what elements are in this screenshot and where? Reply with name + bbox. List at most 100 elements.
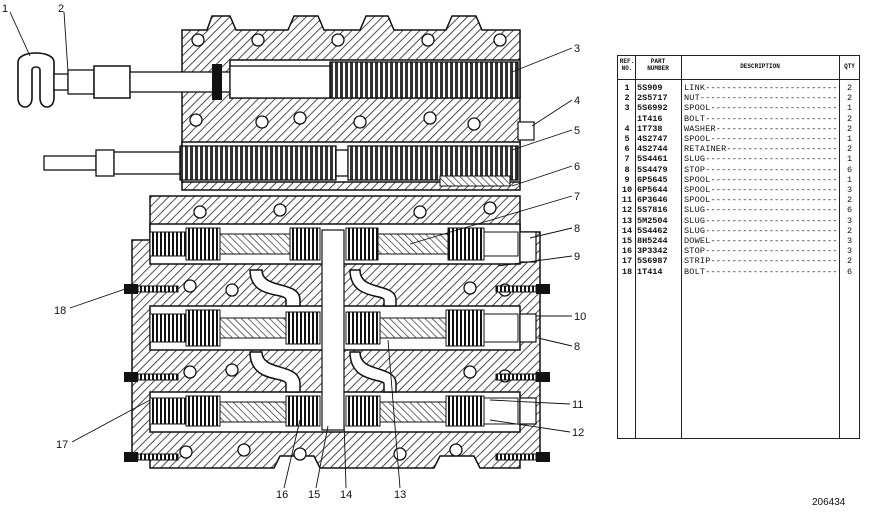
cell-desc: BOLT------------------------------------… — [684, 113, 836, 124]
callout-6: 6 — [574, 161, 580, 173]
table-row: 7 5S4461 SLUG-----------------------------… — [618, 154, 859, 165]
callout-10: 10 — [574, 311, 586, 323]
bolt-holes — [179, 33, 512, 461]
callout-1: 1 — [2, 3, 8, 15]
cell-ref: 14 — [621, 225, 633, 236]
cell-desc: SPOOL-----------------------------------… — [684, 174, 836, 185]
cell-ref: 8 — [624, 164, 630, 175]
cell-part: 5S4479 — [637, 164, 668, 175]
cell-desc: BOLT------------------------------------… — [684, 266, 836, 277]
cell-desc: STRIP-----------------------------------… — [684, 256, 836, 267]
cell-part: 6P5645 — [637, 174, 668, 185]
cell-qty: 1 — [846, 154, 853, 165]
cell-ref: 16 — [621, 246, 633, 257]
spool-5 — [43, 145, 519, 187]
table-row: 96P5645SPOOL----------------------------… — [618, 175, 859, 186]
callout-7: 7 — [574, 191, 580, 203]
callout-11: 11 — [572, 399, 583, 411]
cell-ref: 10 — [621, 185, 633, 195]
cell-part: 3P3342 — [637, 246, 668, 257]
table-row: 11 6P3646 SPOOL---------------------------… — [618, 195, 859, 206]
cell-ref: 17 — [621, 256, 633, 267]
cell-part: 5S7816 — [637, 205, 668, 216]
cell-part: 1T738 — [637, 123, 663, 134]
leader-lines — [9, 11, 573, 489]
cell-qty: 3 — [846, 215, 853, 226]
callout-2: 2 — [58, 3, 64, 15]
cell-ref: 2 — [624, 93, 630, 104]
cell-ref: 12 — [621, 205, 633, 216]
cell-qty: 2 — [846, 123, 853, 134]
cell-ref: 5 — [624, 134, 630, 144]
table-row: 175S6987STRIP---------------------------… — [618, 256, 859, 267]
callout-13: 13 — [394, 489, 406, 501]
cell-part: 5S4461 — [637, 154, 668, 165]
cell-ref: 11 — [621, 195, 633, 206]
cell-qty: 1 — [846, 174, 853, 185]
cell-ref: 18 — [621, 266, 633, 277]
cell-part: 1T414 — [637, 266, 663, 277]
table-row: 10 6P5644 SPOOL---------------------------… — [618, 185, 859, 196]
callout-16: 16 — [276, 489, 288, 501]
header-qty: QTY — [844, 63, 855, 70]
callout-12: 12 — [572, 427, 584, 439]
header-part: PART NUMBER — [647, 58, 669, 72]
cell-part: 4S2747 — [637, 134, 668, 144]
cell-qty: 2 — [846, 195, 853, 206]
cell-part: 6P3646 — [637, 195, 668, 206]
cell-part: 1T416 — [637, 113, 663, 124]
cell-part: 4S2744 — [637, 144, 668, 155]
spool-3 — [17, 52, 519, 108]
cell-part: 5S4462 — [637, 225, 668, 236]
cell-qty: 1 — [846, 103, 853, 114]
cell-qty: 3 — [846, 246, 853, 257]
cell-desc: SPOOL-----------------------------------… — [684, 185, 836, 195]
cell-desc: SLUG------------------------------------… — [684, 154, 836, 165]
table-row: 15S909LINK------------------------------… — [618, 83, 859, 94]
table-row: 64S2744RETAINER-------------------------… — [618, 144, 859, 155]
cell-part: 6P5644 — [637, 185, 668, 195]
cell-desc: SPOOL-----------------------------------… — [684, 195, 836, 206]
callout-15: 15 — [308, 489, 320, 501]
cell-qty: 6 — [846, 266, 853, 277]
table-row: 125S7816SLUG----------------------------… — [618, 205, 859, 216]
callout-8: 8 — [574, 223, 580, 235]
table-row: 18 1T414 BOLT-----------------------------… — [618, 267, 859, 278]
table-row: 145S4462SLUG----------------------------… — [618, 226, 859, 237]
header-ref: REF. NO. — [619, 58, 635, 72]
callout-9: 9 — [574, 251, 580, 263]
table-row: 16 3P3342 STOP----------------------------… — [618, 246, 859, 257]
cell-desc: STOP------------------------------------… — [684, 164, 836, 175]
oil-passages — [249, 269, 397, 393]
cell-ref: 13 — [621, 215, 633, 226]
cell-desc: NUT-------------------------------------… — [684, 93, 836, 104]
cell-part: 5S6992 — [637, 103, 668, 114]
callout-5: 5 — [574, 125, 580, 137]
cell-part: 2S5717 — [637, 93, 668, 104]
cell-ref: 4 — [624, 123, 630, 134]
table-row: 1T416 BOLT-------------------------------… — [618, 114, 859, 125]
cell-qty: 2 — [846, 83, 853, 93]
spool-row-1 — [149, 227, 519, 261]
cell-desc: STOP------------------------------------… — [684, 246, 836, 257]
table-row: 2 2S5717 NUT------------------------------… — [618, 93, 859, 104]
cell-qty: 1 — [846, 134, 853, 144]
table-row: 13 5M2504 SLUG----------------------------… — [618, 216, 859, 227]
parts-table-header: REF. NO. PART NUMBER DESCRIPTION QTY — [618, 56, 859, 80]
cell-desc: DOWEL-----------------------------------… — [684, 236, 836, 246]
callout-3: 3 — [574, 43, 580, 55]
callout-labels: 1 2 3 4 5 6 7 8 9 10 8 11 12 13 14 15 16… — [2, 3, 586, 501]
cell-ref: 15 — [621, 236, 633, 246]
cell-qty: 2 — [846, 144, 853, 155]
cell-part: 5M2504 — [637, 215, 668, 226]
table-row: 8 5S4479 STOP-----------------------------… — [618, 165, 859, 176]
table-row: 54S2747SPOOL----------------------------… — [618, 134, 859, 145]
cell-desc: SLUG------------------------------------… — [684, 215, 836, 226]
cell-ref: 1 — [624, 83, 630, 93]
cell-qty: 3 — [846, 185, 853, 195]
cell-qty: 6 — [846, 205, 853, 216]
callout-4: 4 — [574, 95, 580, 107]
cell-ref: 7 — [624, 154, 630, 165]
